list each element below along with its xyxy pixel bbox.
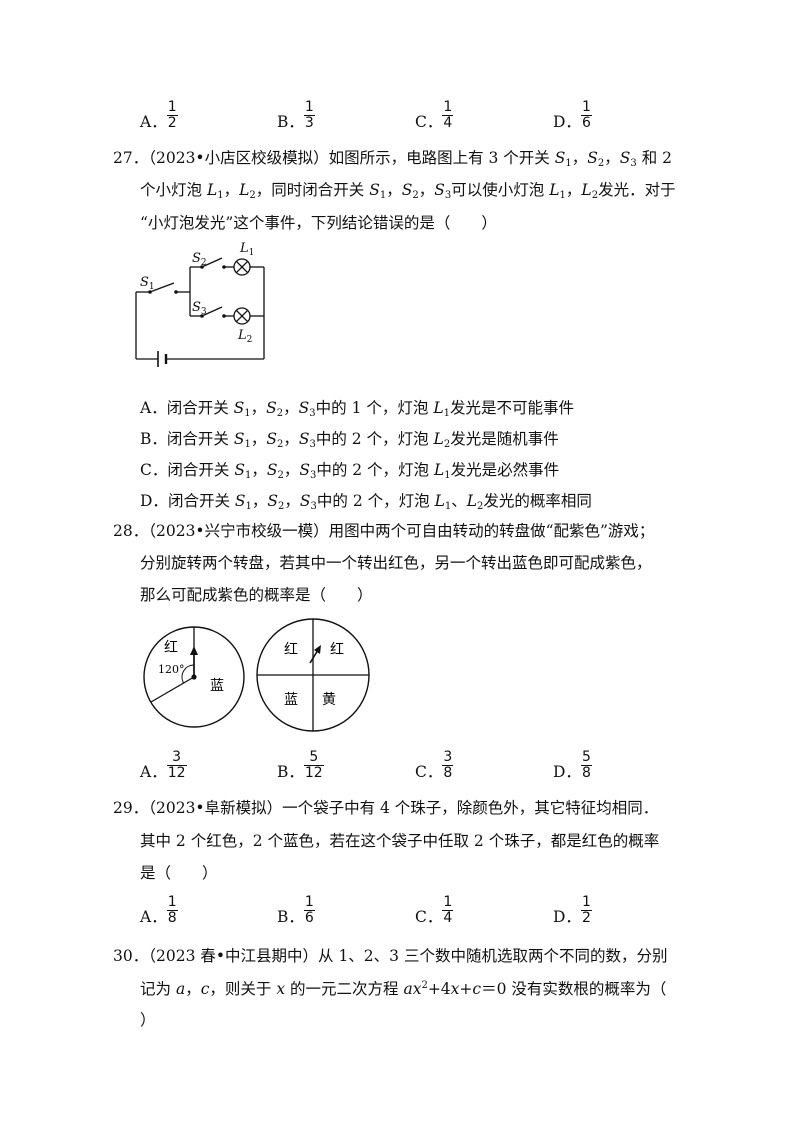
question-number: 28．	[113, 522, 149, 540]
switch-contact	[222, 314, 226, 318]
spinner-2: 红 红 蓝 黄	[256, 618, 370, 732]
q27-option-a[interactable]: A．闭合开关 S1，S2，S3中的 1 个，灯泡 L1发光是不可能事件	[140, 399, 575, 419]
q27-option-d[interactable]: D．闭合开关 S1，S2，S3中的 2 个，灯泡 L1、L2发光的概率相同	[140, 492, 592, 512]
spinner-1-blue-label: 蓝	[210, 678, 224, 694]
label-s1: S1	[140, 275, 155, 292]
label-l1: L1	[239, 241, 254, 258]
q27-option-c[interactable]: C．闭合开关 S1，S2，S3中的 2 个，灯泡 L1发光是必然事件	[140, 461, 560, 481]
q30-line-2: 记为 a，c，则关于 x 的一元二次方程 ax2+4x+c＝0 没有实数根的概率…	[140, 980, 667, 998]
spinner-1-divider-lower	[150, 676, 195, 703]
q27-line-2: 个小灯泡 L1，L2，同时闭合开关 S1，S2，S3可以使小灯泡 L1，L2发光…	[140, 181, 676, 201]
question-number: 29．	[113, 799, 149, 817]
switch-contact	[148, 290, 152, 294]
lamp-l1	[233, 258, 251, 276]
question-source: （2023•阜新模拟）	[148, 799, 283, 817]
spinner-2-red-label-right: 红	[330, 642, 344, 658]
spinner-1-pivot	[191, 674, 197, 680]
question-source: （2023•小店区校级模拟）	[148, 149, 329, 167]
lamp-l2	[233, 307, 251, 325]
spinner-2-pointer	[309, 649, 319, 664]
spinner-1-red-label: 红	[164, 640, 178, 656]
quadratic-equation: ax2+4x+c	[403, 980, 482, 998]
spinner-2-arrowhead	[314, 645, 321, 654]
q29-line-1: 29．（2023•阜新模拟）一个袋子中有 4 个珠子，除颜色外，其它特征均相同．	[113, 799, 659, 817]
spinner-1-arrowhead	[190, 646, 198, 655]
question-number: 27．	[113, 149, 149, 167]
question-source: （2023•兴宁市校级一模）	[148, 522, 329, 540]
q29-line-2: 其中 2 个红色，2 个蓝色，若在这个袋子中任取 2 个珠子，都是红色的概率	[140, 832, 660, 850]
q27-line-3: “小灯泡发光”这个事件，下列结论错误的是（ ）	[140, 214, 497, 232]
spinner-2-red-label-left: 红	[284, 642, 298, 658]
switch-contact	[200, 314, 204, 318]
lamp-l1-cross	[235, 260, 249, 274]
q28-line-2: 分别旋转两个转盘，若其中一个转出红色，另一个转出蓝色即可配成紫色，	[140, 554, 652, 572]
label-l2: L2	[237, 328, 252, 345]
switch-s3-blade	[201, 306, 223, 317]
switch-contact	[174, 290, 178, 294]
spinner-1-angle-label: 120°	[158, 663, 185, 676]
switch-s1-blade	[149, 282, 175, 293]
q27-line-1: 27．（2023•小店区校级模拟）如图所示，电路图上有 3 个开关 S1，S2，…	[113, 149, 672, 169]
q29-line-3: 是（ ）	[140, 864, 218, 882]
label-s3: S3	[192, 300, 207, 317]
q28-line-1: 28．（2023•兴宁市校级一模）用图中两个可自由转动的转盘做“配紫色”游戏；	[113, 522, 655, 540]
lamp-l2-cross	[235, 309, 249, 323]
switch-contact	[200, 265, 204, 269]
spinner-2-yellow-label: 黄	[322, 691, 336, 708]
spinner-2-blue-label: 蓝	[284, 692, 298, 708]
q27-option-b[interactable]: B．闭合开关 S1，S2，S3中的 2 个，灯泡 L2发光是随机事件	[140, 430, 559, 450]
switch-s2-blade	[201, 257, 223, 268]
q28-line-3: 那么可配成紫色的概率是（ ）	[140, 586, 373, 604]
switch-contact	[222, 265, 226, 269]
spinner-1: 红 120° 蓝	[143, 626, 245, 728]
spinner-1-angle-arc	[181, 664, 195, 684]
question-source: （2023 春•中江县期中）	[148, 947, 319, 965]
q30-line-1: 30．（2023 春•中江县期中）从 1、2、3 三个数中随机选取两个不同的数，…	[113, 947, 668, 965]
circuit-diagram: S1 S2 S3 L1 L2	[135, 241, 265, 367]
question-number: 30．	[113, 947, 149, 965]
label-s2: S2	[192, 251, 207, 268]
q30-line-3: ）	[140, 1011, 156, 1029]
